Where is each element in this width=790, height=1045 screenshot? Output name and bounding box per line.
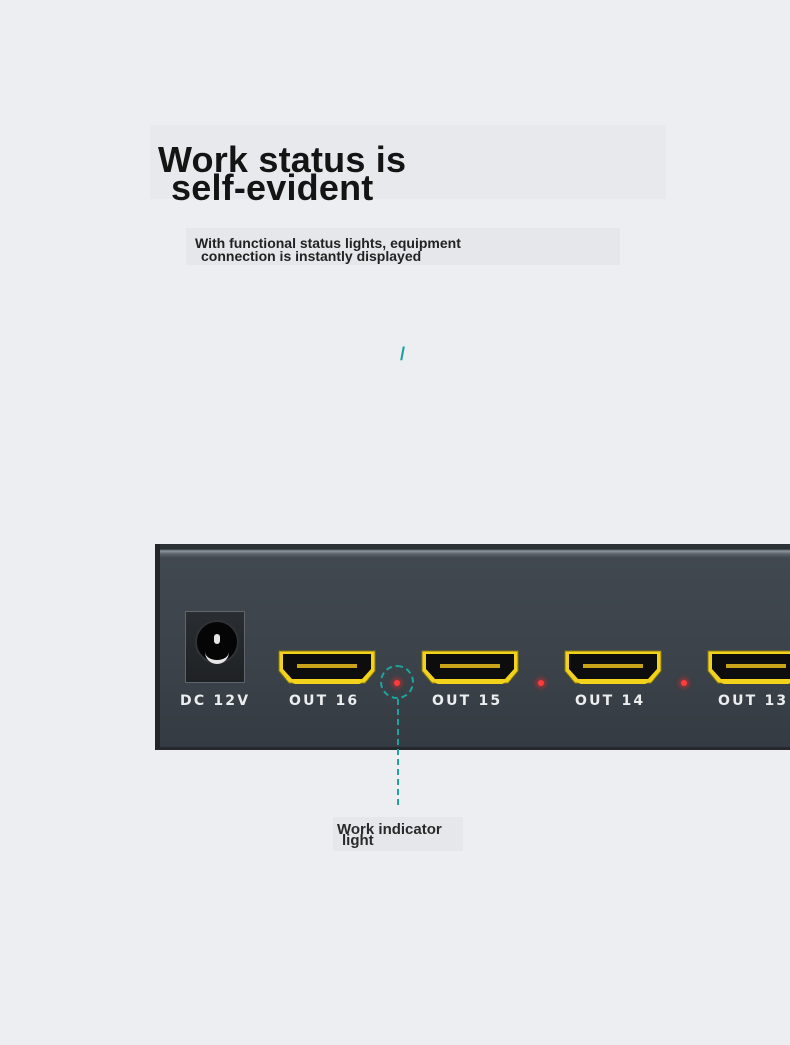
subheadline-background bbox=[186, 228, 620, 265]
status-led-icon bbox=[394, 680, 400, 686]
headline-line-1: Work status is bbox=[158, 139, 407, 180]
power-label: DC 12V bbox=[180, 693, 251, 709]
hdmi-port-icon bbox=[706, 649, 790, 685]
subheadline-line-1: With functional status lights, equipment bbox=[195, 235, 461, 251]
status-led-icon bbox=[538, 680, 544, 686]
port-label-out-16: OUT 16 bbox=[289, 693, 360, 709]
port-label-out-14: OUT 14 bbox=[575, 693, 646, 709]
dc-power-jack bbox=[185, 611, 245, 683]
subheadline: With functional status lights, equipment… bbox=[195, 235, 461, 264]
callout-leader-line bbox=[397, 699, 399, 805]
accent-slash: / bbox=[400, 344, 406, 364]
hdmi-port-icon bbox=[277, 649, 377, 685]
hdmi-port-icon bbox=[563, 649, 663, 685]
status-led-icon bbox=[681, 680, 687, 686]
callout-line-1: Work indicator bbox=[337, 821, 442, 838]
callout-line-2: light bbox=[342, 832, 374, 849]
port-label-out-13: OUT 13 bbox=[718, 693, 789, 709]
power-socket-icon bbox=[195, 620, 239, 664]
callout-label: Work indicator light bbox=[337, 821, 442, 849]
headline-line-2: self-evident bbox=[171, 167, 374, 208]
port-label-out-15: OUT 15 bbox=[432, 693, 503, 709]
subheadline-line-2: connection is instantly displayed bbox=[201, 248, 422, 264]
hdmi-port-icon bbox=[420, 649, 520, 685]
headline-background bbox=[150, 125, 666, 199]
callout-background bbox=[333, 817, 463, 851]
headline: Work status is self-evident bbox=[158, 139, 407, 208]
indicator-highlight-ring bbox=[380, 665, 414, 699]
hdmi-splitter-device bbox=[155, 544, 790, 750]
